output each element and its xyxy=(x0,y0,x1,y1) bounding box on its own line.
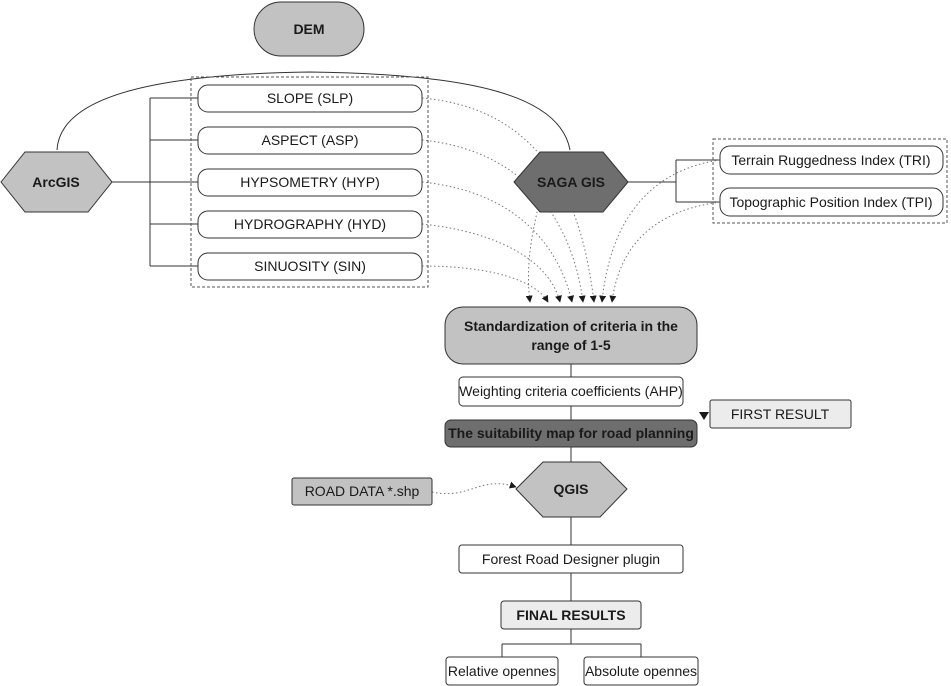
final-results-node[interactable]: FINAL RESULTS xyxy=(500,600,642,630)
qgis-node[interactable]: QGIS xyxy=(515,461,628,518)
saga-bracket xyxy=(628,159,720,203)
dem-label: DEM xyxy=(293,21,324,37)
absolute-openness-label: Absolute opennes xyxy=(585,663,697,679)
weighting-label: Weighting criteria coefficients (AHP) xyxy=(459,383,683,399)
hydrography-arrow xyxy=(421,223,562,303)
dem-node[interactable]: DEM xyxy=(253,1,365,57)
saga-criteria-frame xyxy=(712,138,948,224)
plugin-node[interactable]: Forest Road Designer plugin xyxy=(458,544,684,574)
standardization-node[interactable]: Standardization of criteria in the range… xyxy=(444,306,698,365)
aspect-label: ASPECT (ASP) xyxy=(262,132,359,148)
saga-node[interactable]: SAGA GIS xyxy=(513,151,629,213)
road-data-arrow xyxy=(431,481,517,495)
criterion-aspect[interactable]: ASPECT (ASP) xyxy=(197,126,423,155)
tri-arrow xyxy=(599,159,721,303)
arcgis-node[interactable]: ArcGIS xyxy=(0,151,113,213)
hydrography-label: HYDROGRAPHY (HYD) xyxy=(234,216,386,232)
dem-arc xyxy=(56,71,571,151)
slope-label: SLOPE (SLP) xyxy=(267,90,353,106)
weighting-node[interactable]: Weighting criteria coefficients (AHP) xyxy=(458,376,684,407)
criterion-hydrography[interactable]: HYDROGRAPHY (HYD) xyxy=(197,210,423,239)
criterion-hypsometry[interactable]: HYPSOMETRY (HYP) xyxy=(197,168,423,197)
connectors xyxy=(56,71,720,657)
sinuosity-arrow xyxy=(421,265,549,303)
standardization-label-1: Standardization of criteria in the xyxy=(464,318,678,334)
first-result-arrowhead xyxy=(699,412,709,420)
criterion-tpi[interactable]: Topographic Position Index (TPI) xyxy=(719,187,944,217)
plugin-label: Forest Road Designer plugin xyxy=(482,551,660,567)
tpi-arrow xyxy=(609,201,721,303)
tri-label: Terrain Ruggedness Index (TRI) xyxy=(731,152,930,168)
arcgis-bracket xyxy=(112,97,198,267)
arcgis-criteria-frame xyxy=(190,76,429,288)
standardization-label-2: range of 1-5 xyxy=(531,337,611,353)
road-data-node[interactable]: ROAD DATA *.shp xyxy=(291,477,433,506)
relative-openness-node[interactable]: Relative opennes xyxy=(445,656,559,686)
criterion-tri[interactable]: Terrain Ruggedness Index (TRI) xyxy=(719,145,944,175)
qgis-label: QGIS xyxy=(553,481,588,497)
criterion-sinuosity[interactable]: SINUOSITY (SIN) xyxy=(197,252,423,281)
road-data-label: ROAD DATA *.shp xyxy=(305,483,420,499)
first-result-node[interactable]: FIRST RESULT xyxy=(709,399,852,429)
relative-openness-label: Relative opennes xyxy=(448,663,556,679)
absolute-openness-node[interactable]: Absolute opennes xyxy=(583,656,699,686)
hypsometry-label: HYPSOMETRY (HYP) xyxy=(240,174,380,190)
suitability-label: The suitability map for road planning xyxy=(448,425,694,441)
criterion-slope[interactable]: SLOPE (SLP) xyxy=(197,84,423,113)
arcgis-label: ArcGIS xyxy=(32,174,79,190)
first-result-label: FIRST RESULT xyxy=(731,406,830,422)
tpi-label: Topographic Position Index (TPI) xyxy=(729,194,932,210)
final-split xyxy=(501,629,642,657)
group-frames xyxy=(190,76,948,288)
final-results-label: FINAL RESULTS xyxy=(516,607,625,623)
sinuosity-label: SINUOSITY (SIN) xyxy=(254,258,366,274)
saga-to-std-arrow xyxy=(525,199,541,303)
saga-label: SAGA GIS xyxy=(537,174,605,190)
suitability-node[interactable]: The suitability map for road planning xyxy=(444,419,698,448)
